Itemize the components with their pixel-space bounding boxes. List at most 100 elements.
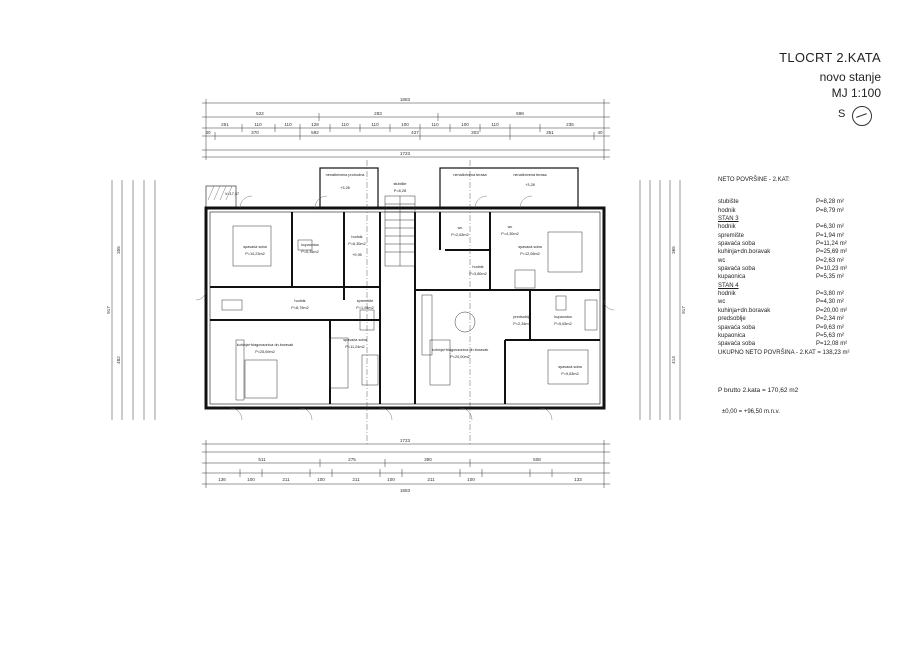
roof-right-level: +3,28 bbox=[525, 183, 535, 187]
legend-row: STAN 3 bbox=[718, 215, 868, 223]
net-area-total: UKUPNO NETO POVRŠINA - 2.KAT = 138,23 m² bbox=[718, 350, 850, 356]
dim-top-detail-4: 128 bbox=[311, 122, 319, 127]
gross-area-total: P brutto 2.kata = 170,62 m2 bbox=[718, 387, 799, 394]
legend-item-name: spavaća soba bbox=[718, 266, 756, 273]
legend-item-value: P=6,30 m² bbox=[816, 224, 844, 231]
legend-item-value: P=9,63 m² bbox=[816, 324, 844, 331]
compass-circle-icon bbox=[852, 106, 872, 126]
legend-row: kuhinja+dn.boravak P=20,00 m² bbox=[718, 307, 868, 315]
dim-bottom-row-1: 511 bbox=[258, 457, 266, 462]
legend-item-name: kuhinja+dn.boravak bbox=[718, 307, 771, 314]
dim-bottom-inner: 1723 bbox=[400, 438, 411, 443]
dim-bottom-row-4: 508 bbox=[533, 457, 541, 462]
plan-subtitle: novo stanje bbox=[819, 70, 881, 84]
dim-top-wall-3: 592 bbox=[311, 130, 319, 135]
room-3-area: P=6,30m2 bbox=[348, 242, 365, 246]
legend-item-value: P=2,63 m² bbox=[816, 257, 844, 264]
legend-item-name: spavaća soba bbox=[718, 324, 756, 331]
room-0-name: spavaća soba bbox=[243, 245, 267, 249]
room-15-name: wc bbox=[508, 225, 513, 229]
legend-row: kupaonica P=5,35 m² bbox=[718, 273, 868, 281]
legend-item-name: spremište bbox=[718, 232, 745, 239]
dim-left-part-1: 355 bbox=[116, 246, 121, 254]
room-3-name: hodnik bbox=[351, 235, 362, 239]
room-5-name: kuhinja+blagovaonica dn.boravak bbox=[237, 343, 294, 347]
dim-bottom-row-3: 390 bbox=[424, 457, 432, 462]
dim-top-inner: 1723 bbox=[400, 151, 411, 156]
dim-bottom-detail-5: 211 bbox=[352, 477, 360, 482]
dim-left-part-2: 482 bbox=[116, 356, 121, 364]
room-9-name: kupaonica bbox=[554, 315, 572, 319]
dim-right-part-2: 414 bbox=[671, 356, 676, 364]
dim-bottom-detail-2: 100 bbox=[247, 477, 255, 482]
dim-top-row-1: 522 bbox=[256, 111, 264, 116]
plan-scale: MJ 1:100 bbox=[831, 86, 881, 100]
legend-item-value: P=4,30 m² bbox=[816, 299, 844, 306]
dim-bottom-detail-1: 136 bbox=[218, 477, 226, 482]
dim-bottom-row-2: 275 bbox=[348, 457, 356, 462]
room-1-area: P=5,35m2 bbox=[301, 250, 318, 254]
dim-right-total: 917 bbox=[681, 306, 686, 314]
room-14-name: wc bbox=[458, 226, 463, 230]
room-6-name: spavaća soba bbox=[343, 338, 367, 342]
legend-item-value: P=5,35 m² bbox=[816, 274, 844, 281]
reference-level: ±0,00 = +96,50 m.n.v. bbox=[722, 409, 780, 415]
roof-mid-note: nenatkrivena terasa bbox=[453, 173, 487, 177]
room-2-name: hodnik bbox=[294, 299, 305, 303]
room-12-name: hodnik bbox=[472, 265, 483, 269]
plan-title: TLOCRT 2.KATA bbox=[779, 50, 881, 65]
room-11-name: spavaća soba bbox=[558, 365, 582, 369]
room-9-area: P=5,63m2 bbox=[554, 322, 571, 326]
legend-item-name: spavaća soba bbox=[718, 241, 756, 248]
legend-row: STAN 4 bbox=[718, 282, 868, 290]
legend-row: spavaća soba P=9,63 m² bbox=[718, 324, 868, 332]
legend-item-value bbox=[816, 215, 868, 223]
dim-top-row-2: 283 bbox=[374, 111, 382, 116]
room-15-area: P=4,30m2 bbox=[501, 232, 518, 236]
stair-note: V=17,37 bbox=[225, 192, 239, 196]
legend-item-value bbox=[816, 282, 868, 290]
dim-top-detail-3: 110 bbox=[284, 122, 292, 127]
legend-item-value: P=5,63 m² bbox=[816, 332, 844, 339]
legend-item-value: P=2,34 m² bbox=[816, 316, 844, 323]
room-11-area: P=9,63m2 bbox=[561, 372, 578, 376]
legend-item-value: P=20,00 m² bbox=[816, 307, 848, 314]
legend-item-name: STAN 3 bbox=[718, 216, 739, 223]
legend-item-name: STAN 4 bbox=[718, 282, 739, 289]
room-12-area: P=3,80m2 bbox=[469, 272, 486, 276]
legend-item-name: hodnik bbox=[718, 207, 736, 214]
legend-row: hodnik P=6,30 m² bbox=[718, 223, 868, 231]
legend-item-name: hodnik bbox=[718, 291, 736, 298]
north-label: S bbox=[838, 108, 846, 120]
dim-top-detail-10: 110 bbox=[491, 122, 499, 127]
dim-top-detail-2: 110 bbox=[254, 122, 262, 127]
legend-row: spavaća soba P=12,08 m² bbox=[718, 340, 868, 348]
room-10-area: P=12,08m2 bbox=[520, 252, 540, 256]
room-5-area: P=25,69m2 bbox=[255, 350, 275, 354]
dim-top-detail-1: 251 bbox=[221, 122, 229, 127]
dim-top-detail-5: 110 bbox=[341, 122, 349, 127]
legend-item-value: P=10,23 m² bbox=[816, 266, 848, 273]
dim-top-wall-1: 40 bbox=[205, 130, 211, 135]
dim-bottom-detail-7: 211 bbox=[427, 477, 435, 482]
dim-top-detail-7: 100 bbox=[401, 122, 409, 127]
legend-item-name: spavaća soba bbox=[718, 341, 756, 348]
legend-item-name: hodnik bbox=[718, 224, 736, 231]
dim-top-wall-6: 351 bbox=[546, 130, 554, 135]
legend-item-value: P=12,08 m² bbox=[816, 341, 848, 348]
dim-bottom-detail-4: 100 bbox=[317, 477, 325, 482]
room-4-name: spremište bbox=[357, 299, 373, 303]
legend-item-name: kupaonica bbox=[718, 332, 746, 339]
legend-item-name: kupaonica bbox=[718, 274, 746, 281]
room-13-area: P=8,28 bbox=[394, 189, 406, 193]
dim-top-detail-8: 110 bbox=[431, 122, 439, 127]
